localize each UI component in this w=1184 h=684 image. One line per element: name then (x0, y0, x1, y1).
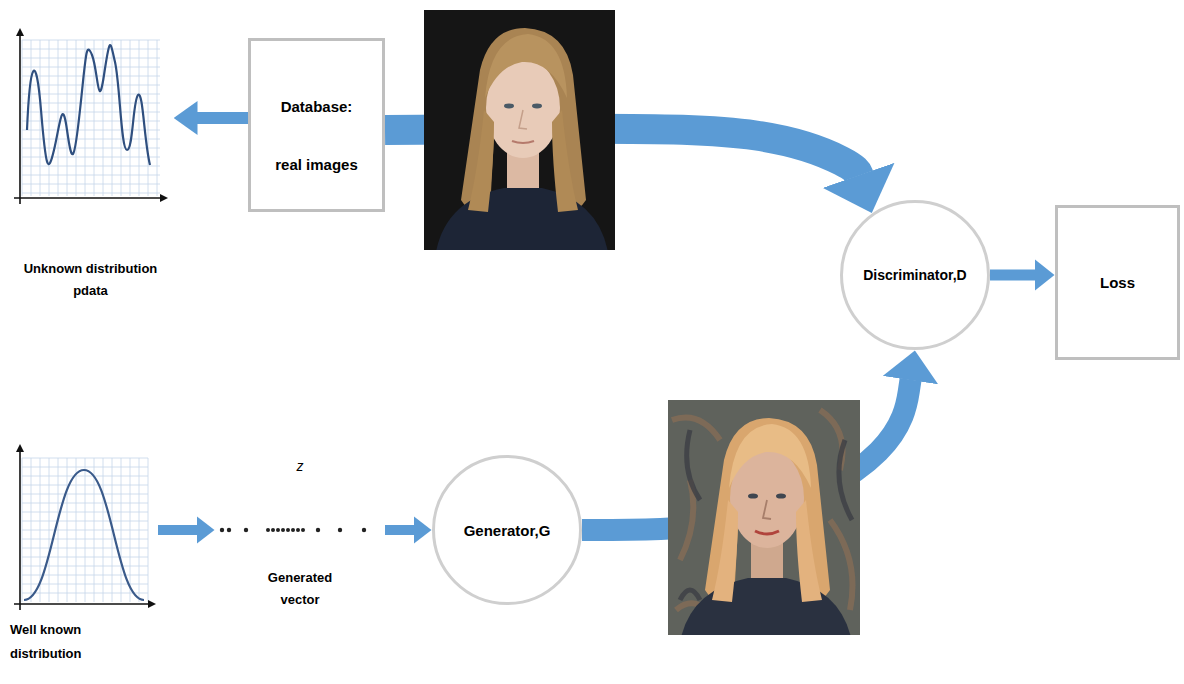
mouth (755, 531, 779, 534)
dot (276, 528, 280, 532)
latent-vector: zGenerated vector (215, 455, 385, 620)
circle-shape (842, 202, 989, 349)
dot (362, 528, 366, 532)
chart-grid (22, 40, 160, 196)
dot (227, 528, 231, 532)
eye (532, 104, 542, 109)
node-label: Discriminator,D (863, 266, 966, 284)
dot (291, 528, 295, 532)
grid-lines (22, 458, 148, 602)
hair (461, 28, 586, 212)
eye (776, 493, 786, 498)
eye (748, 493, 758, 498)
node-label: Generator,G (464, 521, 551, 540)
database-box: Database: real images (248, 38, 385, 212)
painted-figure (680, 418, 852, 635)
flow-arrow (197, 112, 248, 124)
axis-arrows (16, 28, 168, 202)
mouth (512, 141, 534, 143)
node-label: Unknown distribution pdata (8, 258, 173, 302)
nose (763, 500, 771, 519)
hair (729, 424, 811, 488)
distribution-chart: Well known distribution (8, 440, 158, 675)
flow-arrow (385, 525, 414, 535)
dot (316, 528, 320, 532)
chart-axes (14, 30, 166, 204)
chart-grid (22, 458, 148, 602)
circle-shape (434, 457, 581, 604)
hair (712, 500, 822, 602)
dot (338, 528, 342, 532)
chart-axes (14, 446, 154, 610)
node-label: Database: real images (271, 78, 362, 194)
normal-distribution-chart (14, 444, 156, 610)
vector-dots (220, 528, 366, 532)
generator-circle: Generator,G (432, 455, 582, 605)
bell-curve (24, 470, 144, 600)
dot (271, 528, 275, 532)
flow-arrow (158, 525, 197, 535)
hair (468, 110, 578, 212)
dot (266, 528, 270, 532)
dot (286, 528, 290, 532)
node-label: Well known distribution (10, 618, 130, 666)
shirt (680, 578, 852, 635)
grid-lines (22, 40, 157, 196)
dot (244, 528, 248, 532)
generated-face-painting (668, 400, 860, 635)
hair (705, 418, 830, 602)
node-label: Generated vector (250, 567, 350, 611)
node-label: Loss (1100, 273, 1135, 293)
dot (301, 528, 305, 532)
nose (519, 110, 527, 129)
eye (504, 104, 514, 109)
wave-curve (27, 45, 150, 165)
vector-symbol: z (215, 457, 385, 475)
flow-arrow (990, 270, 1035, 281)
discriminator-circle: Discriminator,D (840, 200, 990, 350)
unknown-distribution-chart (14, 28, 168, 204)
distribution-chart: Unknown distribution pdata (8, 20, 173, 305)
real-face-photo (424, 10, 615, 250)
dot (296, 528, 300, 532)
dot (281, 528, 285, 532)
hair (485, 34, 567, 98)
axis-arrows (16, 444, 156, 608)
dot (220, 528, 224, 532)
loss-box: Loss (1055, 205, 1180, 360)
shirt (436, 188, 608, 250)
